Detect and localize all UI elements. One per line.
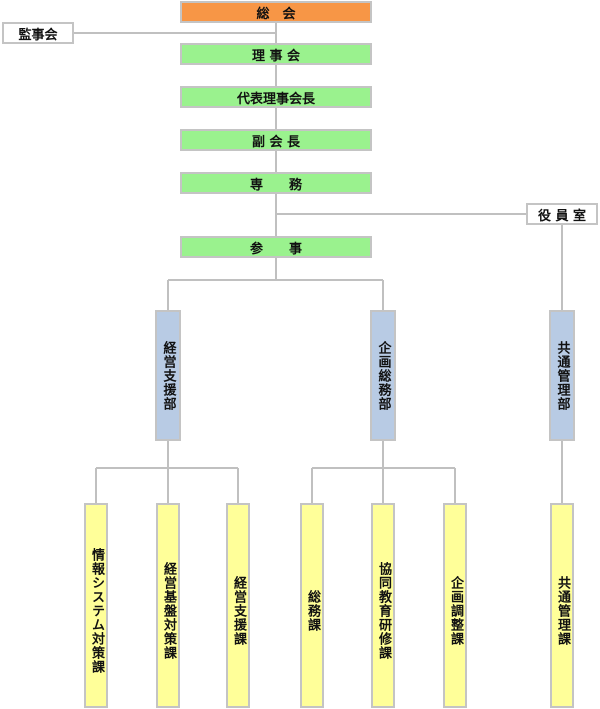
section-box: 企画調整課 xyxy=(443,503,467,708)
representative-label: 代表理事会長 xyxy=(236,91,315,107)
section-box: 協同教育研修課 xyxy=(371,503,395,708)
department-box: 経営支援部 xyxy=(155,310,181,441)
section-label: 情報システム対策課 xyxy=(89,547,104,674)
executive-office-box: 役 員 室 xyxy=(526,203,598,225)
department-label: 共通管理部 xyxy=(554,340,570,411)
board-box: 理 事 会 xyxy=(180,43,372,65)
section-label: 総務課 xyxy=(305,589,320,632)
managing-director-box: 専 務 xyxy=(180,172,372,194)
auditor-label: 監事会 xyxy=(18,27,58,43)
department-box: 共通管理部 xyxy=(549,310,575,441)
section-box: 共通管理課 xyxy=(550,503,574,708)
vice-president-box: 副 会 長 xyxy=(180,129,372,151)
representative-box: 代表理事会長 xyxy=(180,86,372,108)
section-label: 協同教育研修課 xyxy=(376,561,391,660)
board-label: 理 事 会 xyxy=(251,48,301,64)
auditor-box: 監事会 xyxy=(2,22,74,44)
section-label: 経営基盤対策課 xyxy=(161,561,176,660)
section-box: 経営支援課 xyxy=(226,503,250,708)
section-box: 経営基盤対策課 xyxy=(156,503,180,708)
section-box: 総務課 xyxy=(300,503,324,708)
section-label: 企画調整課 xyxy=(448,575,463,646)
section-label: 共通管理課 xyxy=(555,575,570,646)
vice-president-label: 副 会 長 xyxy=(251,134,301,150)
department-label: 経営支援部 xyxy=(160,340,176,411)
general-meeting-box: 総 会 xyxy=(180,1,372,23)
department-box: 企画総務部 xyxy=(370,310,396,441)
section-box: 情報システム対策課 xyxy=(84,503,108,708)
managing-director-label: 専 務 xyxy=(249,177,302,193)
general-meeting-label: 総 会 xyxy=(256,6,296,22)
councilor-box: 参 事 xyxy=(180,236,372,258)
executive-office-label: 役 員 室 xyxy=(537,208,587,224)
department-label: 企画総務部 xyxy=(375,340,391,411)
councilor-label: 参 事 xyxy=(249,241,302,257)
section-label: 経営支援課 xyxy=(231,575,246,646)
